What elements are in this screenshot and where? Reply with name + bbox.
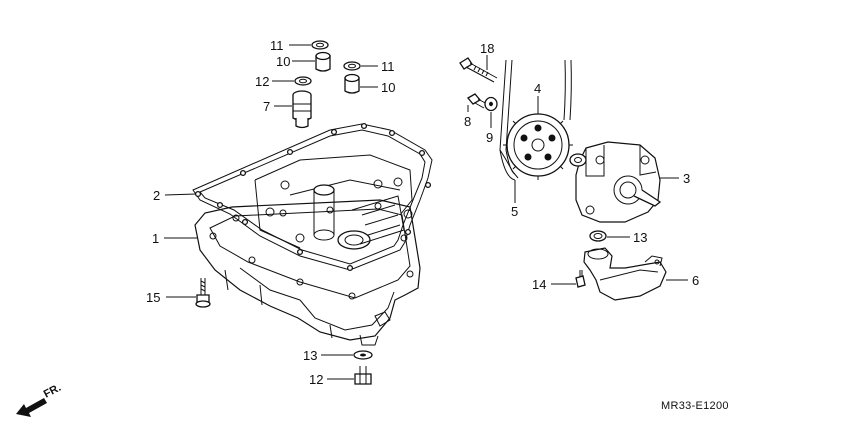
callout-7: 7	[263, 99, 270, 114]
callout-11-right: 11	[381, 59, 395, 74]
callout-10: 10	[276, 54, 290, 69]
oil-pan-interior	[254, 154, 413, 250]
callout-9: 9	[486, 130, 493, 145]
bolt-17	[195, 278, 211, 308]
pressure-switch-group	[292, 40, 361, 129]
oil-pan	[194, 199, 421, 346]
oil-pump	[569, 141, 662, 223]
bolt-16	[575, 270, 586, 288]
leader-lines	[164, 44, 688, 380]
oil-strainer	[583, 247, 667, 301]
diagram-code: MR33-E1200	[661, 400, 729, 412]
o-ring-13	[589, 230, 607, 242]
callout-1: 1	[152, 231, 159, 246]
callout-8: 8	[464, 114, 471, 129]
callout-18: 18	[480, 41, 494, 56]
callout-6: 6	[692, 273, 699, 288]
callout-16: 14	[532, 277, 546, 292]
callout-11: 11	[270, 38, 284, 53]
front-direction-marker: FR.	[16, 382, 63, 417]
callout-3: 3	[683, 171, 690, 186]
callout-5: 5	[511, 204, 518, 219]
front-label: FR.	[42, 382, 63, 401]
bolt-8-washer-9	[467, 93, 498, 112]
drain-bolt-14	[354, 366, 372, 385]
callout-2: 2	[153, 188, 160, 203]
callout-14: 12	[309, 372, 323, 387]
callout-15: 13	[303, 348, 317, 363]
callout-17: 15	[146, 290, 160, 305]
oil-pump-sprocket	[503, 110, 573, 180]
callout-10-right: 10	[381, 80, 395, 95]
oil-pump-chain	[499, 59, 572, 181]
callout-13: 13	[633, 230, 647, 245]
washer-15	[353, 350, 373, 360]
callout-labels: 11 10 12 7 11 10 2 1 15 13 12 18 8 9 4 5…	[146, 38, 699, 387]
callout-4: 4	[534, 81, 541, 96]
callout-12: 12	[255, 74, 269, 89]
bolt-18	[459, 57, 498, 83]
